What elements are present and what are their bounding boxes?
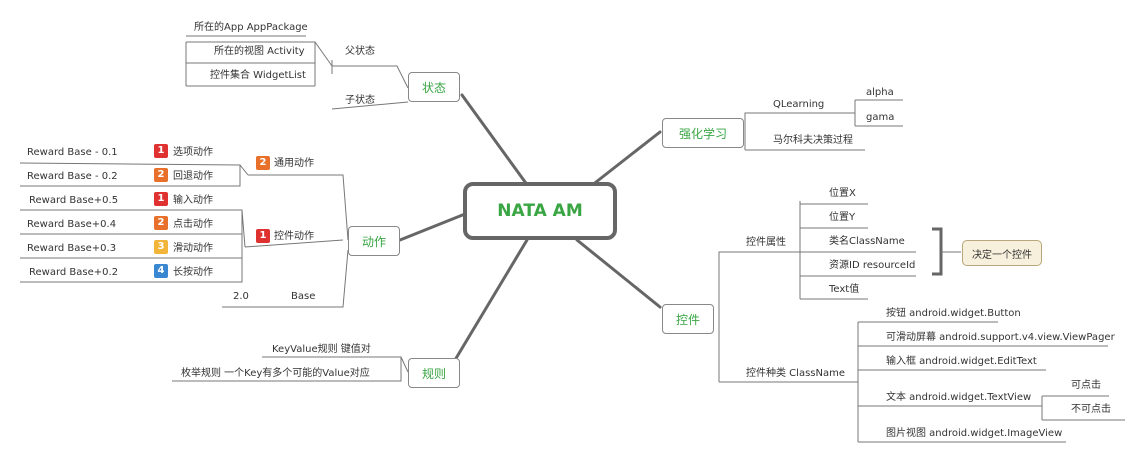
state-child-label: 子状态 — [345, 95, 375, 106]
widget-type: 输入框 android.widget.EditText — [886, 356, 1037, 367]
textview-sub: 不可点击 — [1071, 404, 1111, 415]
widget-attr: 资源ID resourceId — [829, 260, 916, 271]
badge-back: 2 — [154, 168, 168, 182]
reward-text: Reward Base - 0.2 — [27, 171, 118, 182]
reward-text: Reward Base+0.2 — [29, 267, 119, 278]
badge-widget-action: 1 — [256, 229, 270, 243]
callout-identify-widget: 决定一个控件 — [962, 240, 1042, 266]
badge-longpress: 4 — [154, 264, 168, 278]
rl-qlearning: QLearning — [773, 99, 825, 110]
rl-mdp: 马尔科夫决策过程 — [773, 135, 853, 146]
widget-types-label: 控件种类 ClassName — [746, 368, 845, 379]
reward-text: Reward Base - 0.1 — [27, 147, 118, 158]
widget-type: 可滑动屏幕 android.support.v4.view.ViewPager — [886, 332, 1115, 343]
state-item: 所在的视图 Activity — [214, 46, 305, 57]
widget-type: 图片视图 android.widget.ImageView — [886, 428, 1063, 439]
widget-attrs-label: 控件属性 — [746, 237, 786, 248]
reward-text: Reward Base+0.5 — [29, 195, 119, 206]
reward-text: Reward Base+0.4 — [27, 219, 117, 230]
widget-attr: 类名ClassName — [829, 236, 905, 247]
action-item-label: 选项动作 — [173, 147, 213, 158]
widget-attr: 位置Y — [829, 212, 856, 223]
badge-input: 1 — [154, 192, 168, 206]
widget-attr: Text值 — [829, 284, 860, 295]
badge-click: 2 — [154, 216, 168, 230]
rule-item: KeyValue规则 键值对 — [272, 344, 371, 355]
action-item-label: 回退动作 — [173, 171, 213, 182]
action-item-label: 点击动作 — [173, 219, 213, 230]
root-node: NATA AM — [463, 182, 617, 240]
textview-sub: 可点击 — [1071, 380, 1101, 391]
rl-param: alpha — [866, 87, 894, 98]
badge-option: 1 — [154, 144, 168, 158]
reward-text: Reward Base+0.3 — [27, 243, 117, 254]
action-item-label: 长按动作 — [173, 267, 213, 278]
topic-widget: 控件 — [662, 304, 714, 334]
topic-rules: 规则 — [408, 358, 460, 388]
state-item: 控件集合 WidgetList — [210, 70, 306, 81]
action-item-label: 滑动动作 — [173, 243, 213, 254]
rl-param: gama — [866, 112, 895, 123]
topic-state: 状态 — [408, 72, 460, 102]
action-widget-label: 控件动作 — [274, 231, 314, 242]
widget-type: 文本 android.widget.TextView — [886, 392, 1032, 403]
widget-attr: 位置X — [829, 188, 856, 199]
badge-swipe: 3 — [154, 240, 168, 254]
action-base-value: 2.0 — [233, 291, 249, 302]
state-item: 所在的App AppPackage — [194, 22, 308, 33]
action-common-label: 通用动作 — [274, 158, 314, 169]
topic-rl: 强化学习 — [662, 118, 744, 148]
state-parent-label: 父状态 — [345, 46, 375, 57]
action-base-label: Base — [291, 291, 316, 302]
badge-common: 2 — [256, 156, 270, 170]
topic-action: 动作 — [348, 226, 400, 256]
rule-item: 枚举规则 一个Key有多个可能的Value对应 — [181, 368, 370, 379]
action-item-label: 输入动作 — [173, 195, 213, 206]
widget-type: 按钮 android.widget.Button — [886, 308, 1021, 319]
